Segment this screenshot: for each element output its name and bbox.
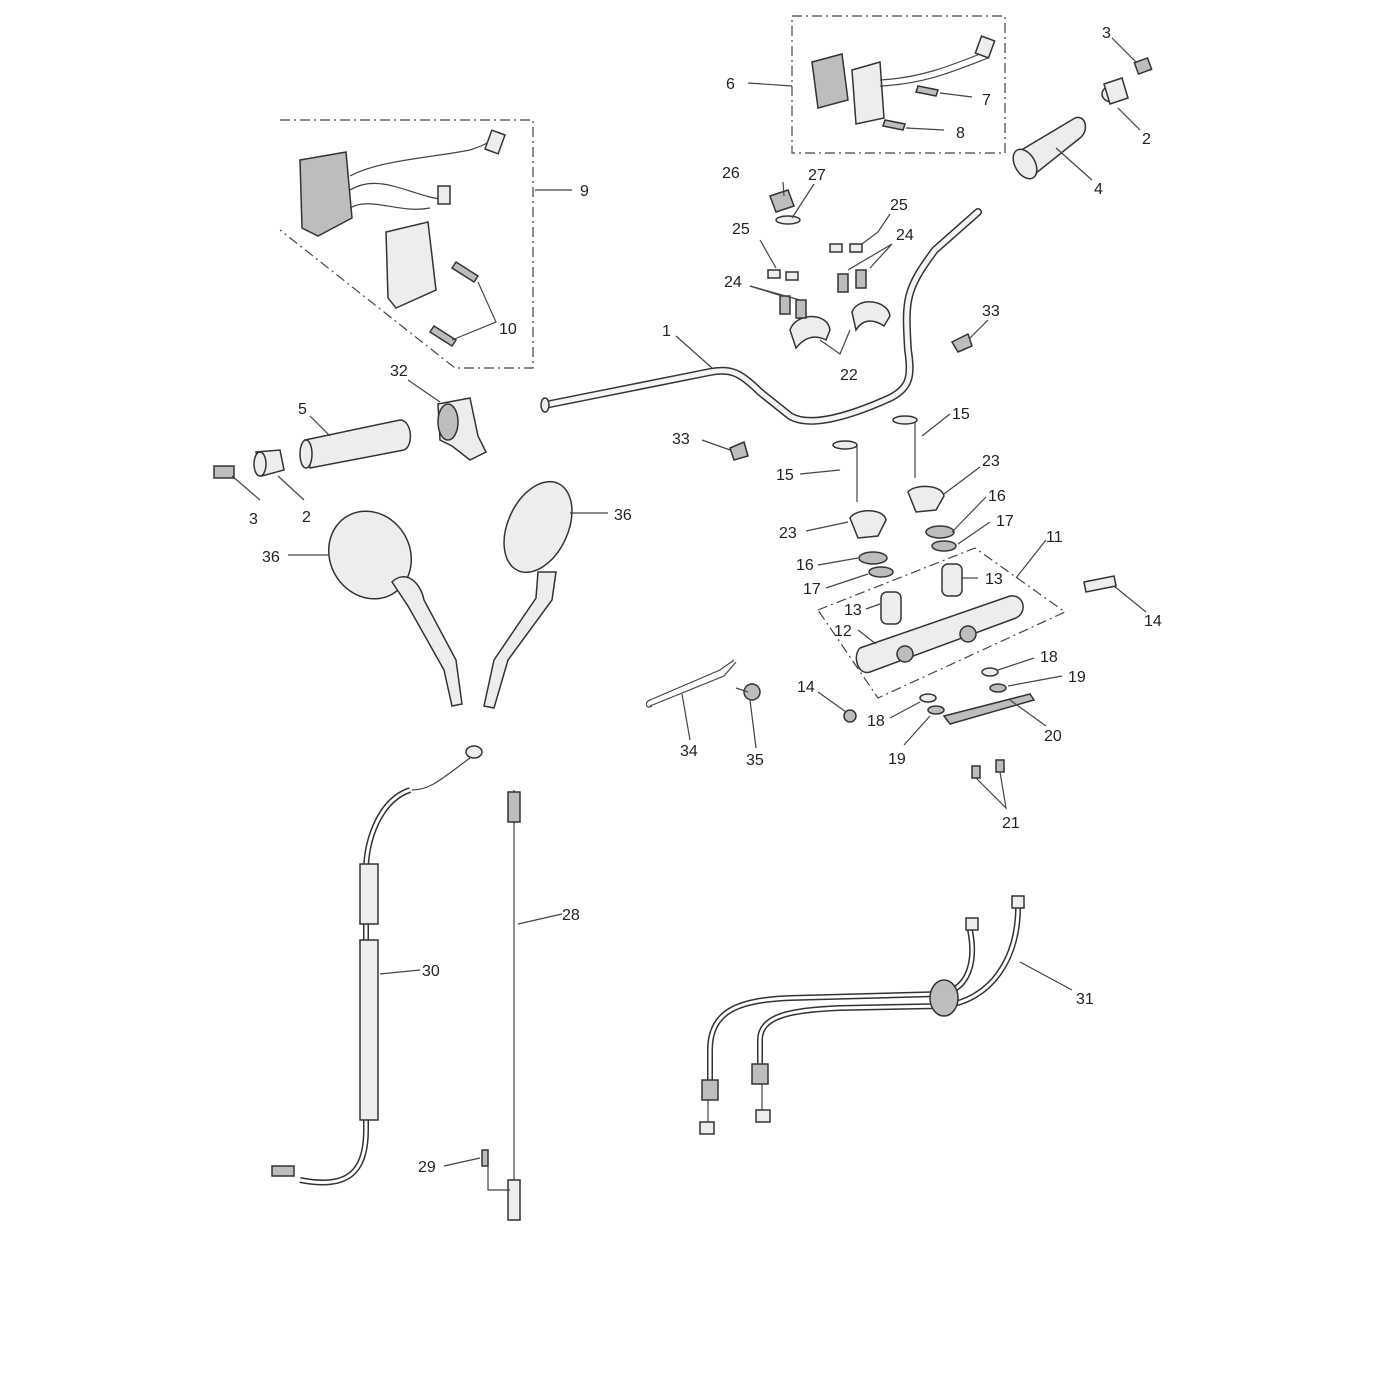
callout-10: 10 bbox=[499, 321, 517, 338]
callout-23: 23 bbox=[982, 453, 1000, 470]
callout-35: 35 bbox=[746, 752, 764, 769]
callout-24: 24 bbox=[724, 274, 742, 291]
callout-34: 34 bbox=[680, 743, 698, 760]
callout-2: 2 bbox=[302, 509, 311, 526]
callout-8: 8 bbox=[956, 125, 965, 142]
callout-19: 19 bbox=[1068, 669, 1086, 686]
callout-19: 19 bbox=[888, 751, 906, 768]
callout-13: 13 bbox=[985, 571, 1003, 588]
callout-13: 13 bbox=[844, 602, 862, 619]
callout-26: 26 bbox=[722, 165, 740, 182]
callout-27: 27 bbox=[808, 167, 826, 184]
callout-16: 16 bbox=[796, 557, 814, 574]
callout-15: 15 bbox=[952, 406, 970, 423]
callout-15: 15 bbox=[776, 467, 794, 484]
callout-25: 25 bbox=[732, 221, 750, 238]
callout-14: 14 bbox=[797, 679, 815, 696]
callout-3: 3 bbox=[1102, 25, 1111, 42]
callout-17: 17 bbox=[803, 581, 821, 598]
callout-9: 9 bbox=[580, 183, 589, 200]
callout-28: 28 bbox=[562, 907, 580, 924]
callout-6: 6 bbox=[726, 76, 735, 93]
callout-18: 18 bbox=[1040, 649, 1058, 666]
callout-33: 33 bbox=[672, 431, 690, 448]
throttle-cables bbox=[699, 895, 1025, 1135]
callout-17: 17 bbox=[996, 513, 1014, 530]
callout-2: 2 bbox=[1142, 131, 1151, 148]
callout-5: 5 bbox=[298, 401, 307, 418]
cable-clips bbox=[729, 332, 973, 461]
callout-36: 36 bbox=[614, 507, 632, 524]
callout-11: 11 bbox=[1046, 529, 1063, 546]
callout-4: 4 bbox=[1094, 181, 1103, 198]
callout-29: 29 bbox=[418, 1159, 436, 1176]
callout-16: 16 bbox=[988, 488, 1006, 505]
leader-lines bbox=[231, 37, 1147, 1167]
top-yoke-assembly bbox=[817, 415, 1117, 779]
callout-33: 33 bbox=[982, 303, 1000, 320]
callout-31: 31 bbox=[1076, 991, 1094, 1008]
callout-21: 21 bbox=[1002, 815, 1020, 832]
handlebar bbox=[540, 208, 982, 425]
clutch-cable bbox=[271, 745, 483, 1186]
left-grip bbox=[213, 397, 488, 479]
callout-3: 3 bbox=[249, 511, 258, 528]
callout-32: 32 bbox=[390, 363, 408, 380]
callout-14: 14 bbox=[1144, 613, 1162, 630]
speedo-cable bbox=[481, 790, 521, 1221]
mirror-left bbox=[327, 510, 463, 707]
callout-36: 36 bbox=[262, 549, 280, 566]
callout-12: 12 bbox=[834, 623, 852, 640]
handlebar-clamps bbox=[767, 189, 891, 350]
callout-1: 1 bbox=[662, 323, 671, 340]
mirror-right bbox=[483, 480, 573, 709]
callout-18: 18 bbox=[867, 713, 885, 730]
callout-7: 7 bbox=[982, 92, 991, 109]
callout-labels: 1 2 2 3 3 4 5 6 7 8 9 10 11 12 13 13 14 … bbox=[249, 25, 1162, 1176]
right-switch-assembly bbox=[791, 15, 1006, 154]
callout-23: 23 bbox=[779, 525, 797, 542]
callout-25: 25 bbox=[890, 197, 908, 214]
callout-30: 30 bbox=[422, 963, 440, 980]
callout-24: 24 bbox=[896, 227, 914, 244]
callout-22: 22 bbox=[840, 367, 858, 384]
wire-bracket bbox=[645, 659, 761, 708]
callout-20: 20 bbox=[1044, 728, 1062, 745]
left-switch-assembly bbox=[279, 119, 534, 369]
right-grip bbox=[1012, 57, 1153, 180]
